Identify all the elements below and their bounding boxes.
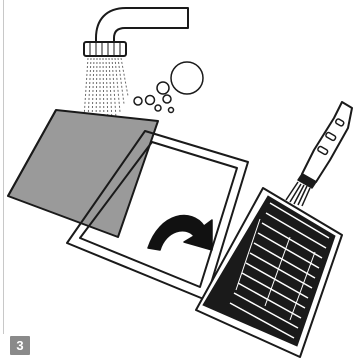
faucet-icon — [84, 8, 188, 56]
cleaning-brush-icon — [286, 102, 352, 206]
step-number-badge: 3 — [10, 336, 30, 355]
sponge-icon — [8, 110, 158, 237]
rotate-arrow-icon — [148, 216, 212, 250]
bubbles-icon — [134, 62, 203, 113]
hepa-filter-icon — [196, 188, 342, 357]
